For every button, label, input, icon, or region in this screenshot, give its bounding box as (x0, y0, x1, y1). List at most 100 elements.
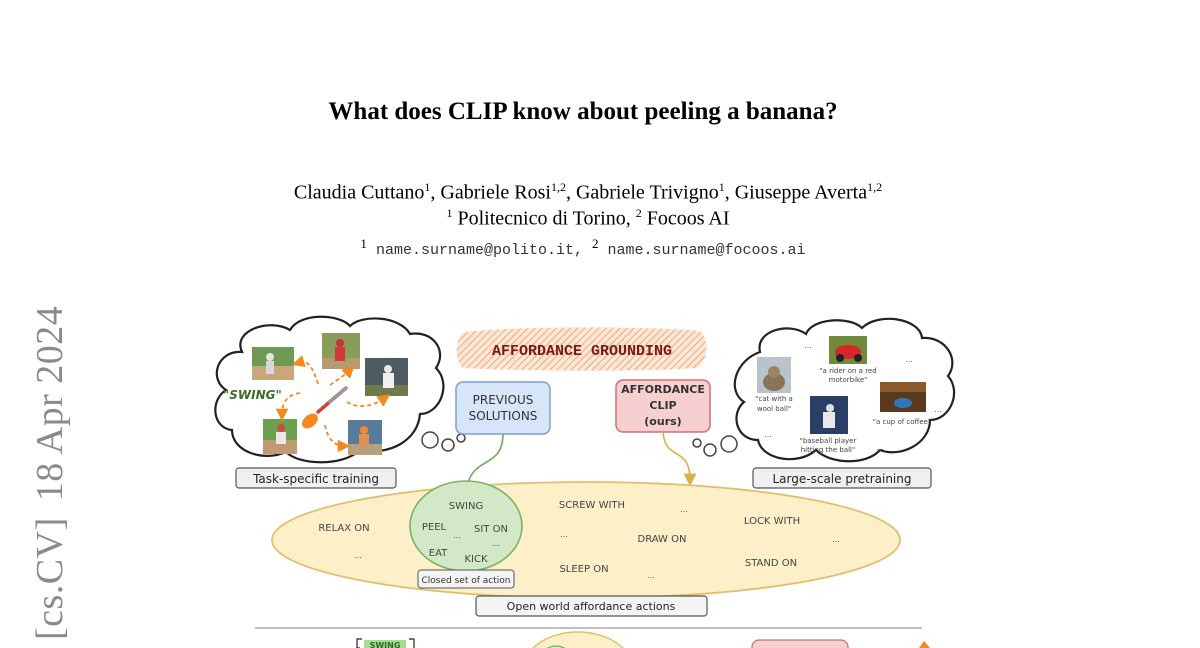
large-scale-label: Large-scale pretraining (773, 472, 912, 486)
baseball-photo (365, 358, 408, 396)
dashed-arrow (324, 424, 351, 453)
ellipsis: ... (492, 539, 500, 548)
caption-motorbike: "a rider on a red (819, 367, 876, 375)
ellipsis: ... (934, 405, 942, 414)
ellipsis: ... (647, 571, 655, 580)
email-number: 1 (360, 236, 367, 251)
ellipsis: ... (680, 505, 688, 514)
author: Claudia Cuttano (293, 181, 425, 204)
paper-title: What does CLIP know about peeling a bana… (328, 98, 838, 125)
banner-hatch (456, 327, 707, 371)
closed-set-label: Closed set of action (422, 576, 511, 586)
ellipsis: ... (804, 341, 812, 350)
affiliation-number: 2 (635, 206, 642, 220)
swing-tag (364, 640, 406, 648)
affiliation: Politecnico di Torino (457, 207, 626, 230)
closed-set-label-box (417, 569, 515, 589)
author-affiliation-mark: 1 (424, 180, 431, 194)
baseball-photo (348, 420, 382, 455)
author-affiliation-mark: 1,2 (550, 180, 566, 194)
bottom-partial-row: SWING (356, 631, 930, 648)
closed-set-action: SIT ON (474, 524, 508, 535)
closed-set-action: EAT (429, 548, 448, 559)
open-world-region: RELAX ON SCREW WITH DRAW ON SLEEP ON LOC… (271, 481, 901, 599)
baseball-bat-icon (302, 386, 348, 429)
caption-baseball: "baseball player (800, 437, 857, 445)
coffee-photo (880, 382, 926, 412)
ellipsis: ... (764, 430, 772, 439)
dashed-arrow (329, 365, 355, 386)
task-specific-cloud: "SWING" Task-specific training (214, 315, 466, 489)
open-world-action: DRAW ON (638, 534, 687, 545)
author: Giuseppe Averta (734, 181, 868, 204)
affiliation-list: 1 Politecnico di Torino, 2 Focoos AI (446, 206, 730, 230)
ellipsis: ... (453, 531, 461, 540)
baseball-photo (252, 347, 294, 380)
task-specific-label: Task-specific training (252, 472, 379, 486)
author-affiliation-mark: 1,2 (867, 180, 883, 194)
swing-quote: "SWING" (223, 388, 282, 402)
partial-orange-mark (919, 641, 930, 648)
open-world-label-box (475, 595, 708, 617)
affiliation: Focoos AI (646, 207, 730, 230)
dashed-arrow (291, 355, 319, 385)
swing-tag-label: SWING (370, 641, 401, 648)
thought-bubble (692, 438, 702, 448)
open-world-action: STAND ON (745, 558, 797, 569)
thought-bubble (456, 433, 466, 443)
caption-baseball: hitting the ball" (801, 446, 855, 454)
ellipsis: ... (560, 530, 568, 539)
closed-set-action: PEEL (422, 522, 447, 533)
affordance-clip-line1: AFFORDANCE (621, 383, 705, 396)
caption-cat: wool ball" (757, 405, 791, 413)
caption-cat: "cat with a (755, 395, 793, 403)
thought-bubble (703, 443, 717, 457)
caption-coffee: "a cup of coffee" (873, 418, 931, 426)
motorbike-photo (829, 336, 867, 364)
author-affiliation-mark: 1 (718, 180, 725, 194)
previous-solutions-box: PREVIOUS SOLUTIONS (455, 381, 551, 435)
open-world-action: SCREW WITH (559, 500, 625, 511)
partial-yellow-ellipse (532, 631, 624, 648)
previous-solutions-line2: SOLUTIONS (469, 409, 538, 423)
ellipsis: ... (905, 355, 913, 364)
baseball-photo (322, 333, 360, 369)
closed-set-action: KICK (464, 554, 487, 565)
author-list: Claudia Cuttano1, Gabriele Rosi1,2, Gabr… (293, 180, 883, 204)
affordance-clip-line2: CLIP (649, 399, 676, 412)
email-link[interactable]: name.surname@focoos.ai (607, 242, 806, 259)
thought-cloud-shape (733, 317, 956, 463)
caption-motorbike: motorbike" (829, 376, 868, 384)
open-world-label: Open world affordance actions (507, 600, 676, 613)
email-number: 2 (592, 236, 599, 251)
bracket-right (409, 638, 415, 648)
partial-red-box (751, 639, 849, 648)
ellipsis: ... (832, 535, 840, 544)
dashed-arrow (275, 392, 301, 422)
bracket-left (356, 638, 362, 648)
previous-solutions-line1: PREVIOUS (473, 393, 534, 407)
affordance-clip-box: AFFORDANCE CLIP (ours) (615, 379, 711, 433)
ellipsis: ... (354, 551, 362, 560)
affordance-clip-line3: (ours) (644, 415, 681, 428)
thought-bubble (421, 431, 439, 449)
yellow-connector-arrow (662, 431, 697, 487)
dashed-arrow (346, 394, 391, 407)
email-link[interactable]: name.surname@polito.it (375, 242, 574, 259)
author: Gabriele Rosi (440, 181, 551, 204)
affiliation-number: 1 (446, 206, 453, 220)
author: Gabriele Trivigno (575, 181, 719, 204)
large-scale-cloud: "a rider on a red motorbike" "cat with a… (692, 317, 956, 489)
affordance-grounding-banner: AFFORDANCE GROUNDING (456, 327, 707, 371)
thought-bubble (720, 435, 738, 453)
closed-set-region: SWING PEEL SIT ON EAT KICK ... ... Close… (409, 480, 523, 589)
cat-photo (757, 357, 791, 393)
open-world-action: RELAX ON (318, 523, 369, 534)
open-world-action: SLEEP ON (559, 564, 608, 575)
open-world-action: LOCK WITH (744, 516, 800, 527)
task-specific-label-box (235, 467, 397, 489)
baseball-photo (263, 419, 297, 454)
email-list: 1 name.surname@polito.it, 2 name.surname… (360, 236, 806, 259)
large-scale-label-box (752, 467, 932, 489)
ellipsis: ... (876, 443, 884, 452)
